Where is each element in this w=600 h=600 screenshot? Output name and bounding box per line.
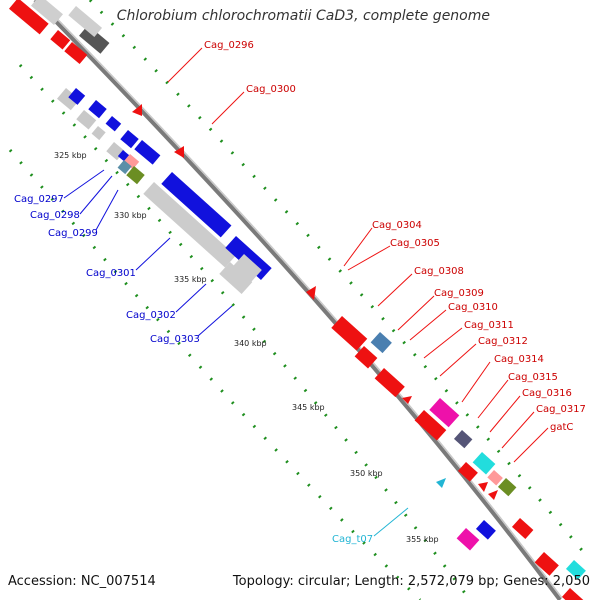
label-cag0302[interactable]: Cag_0302 — [126, 310, 176, 321]
gene-cyan-bottom[interactable] — [565, 560, 586, 580]
label-cag0309[interactable]: Cag_0309 — [434, 288, 484, 299]
gene-olive-fwd[interactable] — [497, 478, 517, 497]
tick-340: 340 kbp — [234, 339, 267, 348]
gene-cag0300[interactable] — [174, 146, 184, 158]
label-gatc[interactable]: gatC — [550, 422, 573, 433]
gene-gray-top[interactable] — [31, 0, 63, 26]
gene-blue-large-1[interactable] — [161, 172, 232, 238]
tick-labels: 325 kbp 330 kbp 335 kbp 340 kbp 345 kbp … — [54, 151, 439, 544]
gene-cag0309[interactable] — [370, 332, 392, 354]
label-cag0300[interactable]: Cag_0300 — [246, 84, 296, 95]
forward-gene-labels: Cag_0296 Cag_0300 Cag_0304 Cag_0305 Cag_… — [204, 40, 586, 433]
label-cag0310[interactable]: Cag_0310 — [448, 302, 498, 313]
gene-red-top-b[interactable] — [50, 30, 71, 50]
gene-red-fwd-c[interactable] — [488, 490, 498, 500]
gene-teal[interactable] — [117, 160, 132, 175]
gene-red-fwd-a[interactable] — [457, 462, 478, 482]
gene-cag0312[interactable] — [402, 396, 412, 404]
label-cag0303[interactable]: Cag_0303 — [150, 334, 200, 345]
forward-strand-dotted-ring — [88, 0, 592, 561]
label-cag0315[interactable]: Cag_0315 — [508, 372, 558, 383]
map-title: Chlorobium chlorochromatii CaD3, complet… — [116, 8, 490, 24]
gene-gray-dark[interactable] — [79, 25, 110, 54]
gene-red-top-a[interactable] — [9, 0, 49, 35]
forward-leader-lines — [167, 47, 549, 463]
gene-cag0315[interactable] — [414, 410, 447, 441]
reverse-genes — [9, 0, 272, 294]
gene-red-bottom-a[interactable] — [511, 518, 534, 539]
label-cag0316[interactable]: Cag_0316 — [522, 388, 572, 399]
summary-text: Topology: circular; Length: 2,572,079 bp… — [232, 574, 590, 589]
label-cag0311[interactable]: Cag_0311 — [464, 320, 514, 331]
gene-blue-bottom[interactable] — [475, 520, 496, 540]
gene-red-fwd-b[interactable] — [478, 482, 488, 492]
label-cag0312[interactable]: Cag_0312 — [478, 336, 528, 347]
tick-355: 355 kbp — [406, 535, 439, 544]
gene-cag0308[interactable] — [331, 316, 368, 351]
label-cag0304[interactable]: Cag_0304 — [372, 220, 422, 231]
gene-gatc[interactable] — [487, 470, 503, 486]
accession-text: Accession: NC_007514 — [8, 574, 156, 589]
label-cag0298[interactable]: Cag_0298 — [30, 210, 80, 221]
gene-cag0304[interactable] — [306, 286, 316, 300]
gene-red-bottom-c[interactable] — [561, 588, 584, 600]
tick-350: 350 kbp — [350, 469, 383, 478]
gene-red-top-c[interactable] — [64, 42, 88, 65]
gene-gray-a[interactable] — [57, 88, 80, 111]
gene-gray-large-1[interactable] — [143, 182, 236, 268]
gene-blue-d[interactable] — [120, 130, 139, 149]
gene-blue-e[interactable] — [134, 140, 161, 165]
gene-gray-c[interactable] — [91, 126, 106, 141]
gene-gray-light-top[interactable] — [68, 6, 103, 38]
gene-gray-b[interactable] — [76, 110, 97, 130]
gene-cag-t07[interactable] — [436, 478, 446, 488]
gene-olive[interactable] — [126, 166, 145, 185]
gene-blue-a[interactable] — [68, 88, 86, 105]
label-cag0305[interactable]: Cag_0305 — [390, 238, 440, 249]
forward-genes — [132, 104, 586, 600]
tick-345: 345 kbp — [292, 403, 325, 412]
trna-leader-line — [373, 507, 409, 537]
label-cag0314[interactable]: Cag_0314 — [494, 354, 544, 365]
gene-cag0296[interactable] — [132, 104, 142, 116]
label-cag0297[interactable]: Cag_0297 — [14, 194, 64, 205]
genome-backbone-highlight — [37, 0, 563, 599]
gene-gray-large-2[interactable] — [219, 262, 253, 294]
gene-cag0310[interactable] — [354, 346, 378, 369]
gene-pink-bottom[interactable] — [456, 528, 480, 551]
tick-325: 325 kbp — [54, 151, 87, 160]
gene-cag0311[interactable] — [374, 368, 405, 398]
gene-red-bottom-b[interactable] — [534, 552, 559, 576]
reverse-leader-lines — [63, 169, 233, 337]
gene-cag0316[interactable] — [453, 430, 473, 449]
gene-cag0317[interactable] — [472, 452, 496, 475]
outer-dotted-ring — [18, 63, 472, 600]
gene-pink[interactable] — [123, 154, 140, 170]
label-cag0296[interactable]: Cag_0296 — [204, 40, 254, 51]
gene-blue-c[interactable] — [105, 116, 122, 132]
label-cag0301[interactable]: Cag_0301 — [86, 268, 136, 279]
gene-cag0314[interactable] — [429, 398, 460, 428]
label-cag0317[interactable]: Cag_0317 — [536, 404, 586, 415]
reverse-gene-labels: Cag_0297 Cag_0298 Cag_0299 Cag_0301 Cag_… — [14, 194, 200, 345]
label-cag-t07[interactable]: Cag_t07 — [332, 534, 373, 545]
tick-330: 330 kbp — [114, 211, 147, 220]
tick-335: 335 kbp — [174, 275, 207, 284]
label-cag0299[interactable]: Cag_0299 — [48, 228, 98, 239]
genome-backbone — [33, 0, 562, 600]
gene-blue-b[interactable] — [88, 100, 107, 119]
label-cag0308[interactable]: Cag_0308 — [414, 266, 464, 277]
gene-gray-large-3[interactable] — [233, 254, 262, 282]
